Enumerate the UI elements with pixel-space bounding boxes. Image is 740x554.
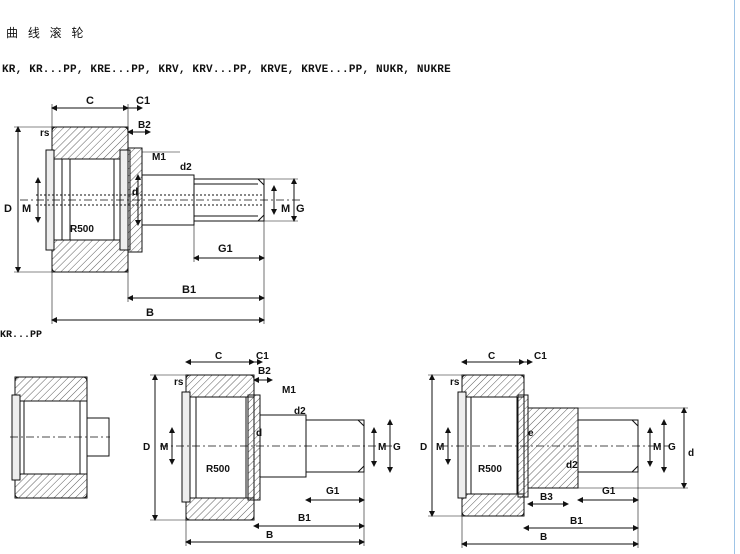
drawing-bottom-small — [10, 376, 110, 499]
label-rs: rs — [40, 128, 50, 139]
label-D: D — [4, 203, 12, 215]
label-G-mid: G — [393, 442, 401, 453]
label-R500: R500 — [70, 224, 94, 235]
label-M-mid-right: M — [378, 442, 386, 453]
label-M-mid: M — [160, 442, 168, 453]
label-G-right: G — [668, 442, 676, 453]
label-M-right: M — [281, 203, 290, 215]
label-D-mid: D — [143, 442, 150, 453]
drawing-bottom-middle — [150, 359, 395, 546]
drawing-bottom-right — [428, 359, 688, 548]
label-B1-mid: B1 — [298, 513, 311, 524]
outer-ring-bottom — [51, 239, 129, 273]
labels-bottom-right: C C1 rs e D M M G d d2 G1 B3 B1 B R500 — [420, 351, 694, 543]
label-D-right: D — [420, 442, 427, 453]
label-G1-right: G1 — [602, 486, 616, 497]
label-B1-right: B1 — [570, 516, 583, 527]
label-d: d — [132, 187, 138, 198]
outer-ring-top — [51, 126, 129, 160]
label-G: G — [296, 203, 305, 215]
drawing-top — [14, 104, 300, 324]
label-B: B — [146, 307, 154, 319]
subtitle-kr-pp: KR...PP — [0, 330, 43, 341]
label-G1-mid: G1 — [326, 486, 340, 497]
labels-top: C C1 B2 M1 d2 rs d D M M G G1 B1 B R500 — [4, 95, 305, 319]
type-list: KR, KR...PP, KRE...PP, KRV, KRV...PP, KR… — [2, 64, 451, 76]
label-d-mid: d — [256, 428, 262, 439]
label-R500-right: R500 — [478, 464, 502, 475]
label-C1-mid: C1 — [256, 351, 269, 362]
page-title: 曲 线 滚 轮 — [6, 26, 87, 40]
label-B-right: B — [540, 532, 547, 543]
label-M1: M1 — [152, 152, 166, 163]
label-d2: d2 — [180, 162, 192, 173]
label-C-right: C — [488, 351, 495, 362]
label-B-mid: B — [266, 530, 273, 541]
label-C1-right: C1 — [534, 351, 547, 362]
label-C-mid: C — [215, 351, 222, 362]
label-M-right2: M — [436, 442, 444, 453]
label-B2-mid: B2 — [258, 366, 271, 377]
label-C: C — [86, 95, 94, 107]
label-M1-mid: M1 — [282, 385, 296, 396]
label-rs-mid: rs — [174, 377, 184, 388]
label-G1: G1 — [218, 243, 233, 255]
label-e-right: e — [528, 428, 534, 439]
right-border — [734, 0, 735, 554]
label-B2: B2 — [138, 120, 151, 131]
label-M-right3: M — [653, 442, 661, 453]
label-B1: B1 — [182, 284, 196, 296]
label-B3-right: B3 — [540, 492, 553, 503]
label-R500-mid: R500 — [206, 464, 230, 475]
labels-bottom-middle: C C1 B2 M1 d2 rs d D M M G G1 B1 B R500 — [143, 351, 401, 541]
label-M: M — [22, 203, 31, 215]
label-d-right: d — [688, 448, 694, 459]
label-d2-mid: d2 — [294, 406, 306, 417]
label-d2-right: d2 — [566, 460, 578, 471]
label-C1: C1 — [136, 95, 150, 107]
label-rs-right: rs — [450, 377, 460, 388]
